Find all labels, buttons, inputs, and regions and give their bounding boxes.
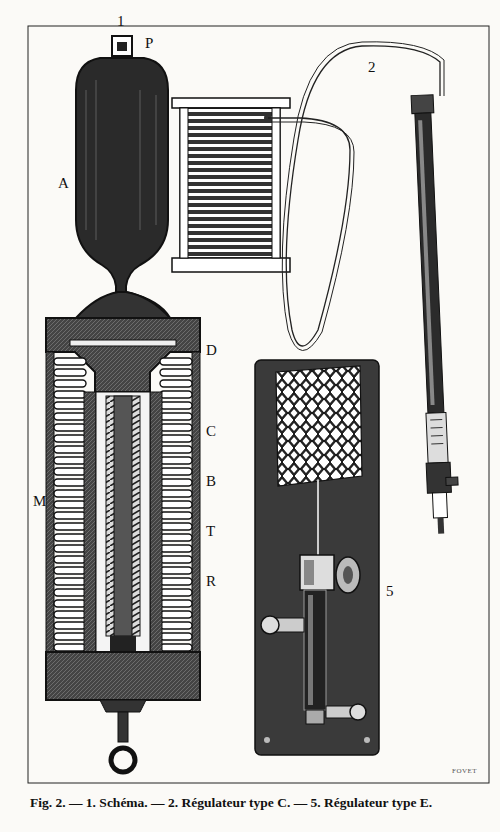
- part-letter: A: [58, 176, 69, 191]
- bellows-fin: [54, 534, 86, 541]
- bellows-fin: [160, 402, 192, 409]
- bellows-fin: [54, 622, 86, 629]
- bellows-fin: [160, 622, 192, 629]
- bellows-fin: [160, 534, 192, 541]
- bellows-fin: [54, 424, 86, 431]
- bellows-fin: [160, 490, 192, 497]
- bellows-fin: [54, 358, 86, 365]
- bellows-fin: [54, 501, 86, 508]
- bellows-fin: [160, 578, 192, 585]
- bellows-fin: [54, 391, 86, 398]
- part-letter: M: [33, 494, 46, 509]
- bellows-fin: [54, 369, 86, 376]
- bellows-fin: [54, 479, 86, 486]
- part-letter: C: [206, 424, 216, 439]
- bellows-fin: [54, 523, 86, 530]
- bellows-fin: [54, 578, 86, 585]
- bellows-fin: [54, 611, 86, 618]
- bellows-fin: [54, 380, 86, 387]
- bellows-fin: [160, 369, 192, 376]
- bellows-fin: [160, 358, 192, 365]
- bellows-fin: [160, 512, 192, 519]
- bellows-fin: [54, 413, 86, 420]
- bellows-fin: [160, 600, 192, 607]
- bellows-fin: [54, 600, 86, 607]
- bellows-fin: [160, 523, 192, 530]
- bellows-fin: [160, 424, 192, 431]
- bellows-fin: [54, 490, 86, 497]
- part-letter: P: [145, 36, 153, 51]
- bellows-fin: [160, 556, 192, 563]
- bellows-fin: [54, 435, 86, 442]
- part-letter: D: [206, 343, 217, 358]
- bellows-fin: [160, 567, 192, 574]
- bellows-fin: [160, 479, 192, 486]
- bellows-fin: [160, 446, 192, 453]
- callout-number: 5: [386, 584, 394, 599]
- bellows-fin: [160, 501, 192, 508]
- callout-number: 2: [368, 60, 376, 75]
- bellows-fin: [54, 556, 86, 563]
- bellows-fin: [160, 413, 192, 420]
- engraver-signature: FOVET: [452, 768, 477, 775]
- bellows-fin: [54, 589, 86, 596]
- bellows-fin: [54, 402, 86, 409]
- bellows-fin: [160, 468, 192, 475]
- bellows-fin: [160, 644, 192, 651]
- bellows-fin: [160, 589, 192, 596]
- bellows-fin: [160, 380, 192, 387]
- bellows-fin: [54, 545, 86, 552]
- part-letter: R: [206, 574, 216, 589]
- bellows-fin: [54, 567, 86, 574]
- bellows-fin: [160, 611, 192, 618]
- bellows-fin: [160, 435, 192, 442]
- bellows-fin: [160, 391, 192, 398]
- bellows-fin: [54, 512, 86, 519]
- part-letter: T: [206, 524, 215, 539]
- bellows-fin: [160, 545, 192, 552]
- bellows-fin: [54, 633, 86, 640]
- callout-number: 1: [117, 14, 125, 29]
- bellows-fin: [54, 446, 86, 453]
- bellows-fin: [160, 633, 192, 640]
- bellows-fin: [54, 644, 86, 651]
- bellows-fin: [160, 457, 192, 464]
- bellows-fin: [54, 468, 86, 475]
- bellows-fin: [54, 457, 86, 464]
- part-letter: B: [206, 474, 216, 489]
- figure-caption: Fig. 2. — 1. Schéma. — 2. Régulateur typ…: [30, 795, 432, 811]
